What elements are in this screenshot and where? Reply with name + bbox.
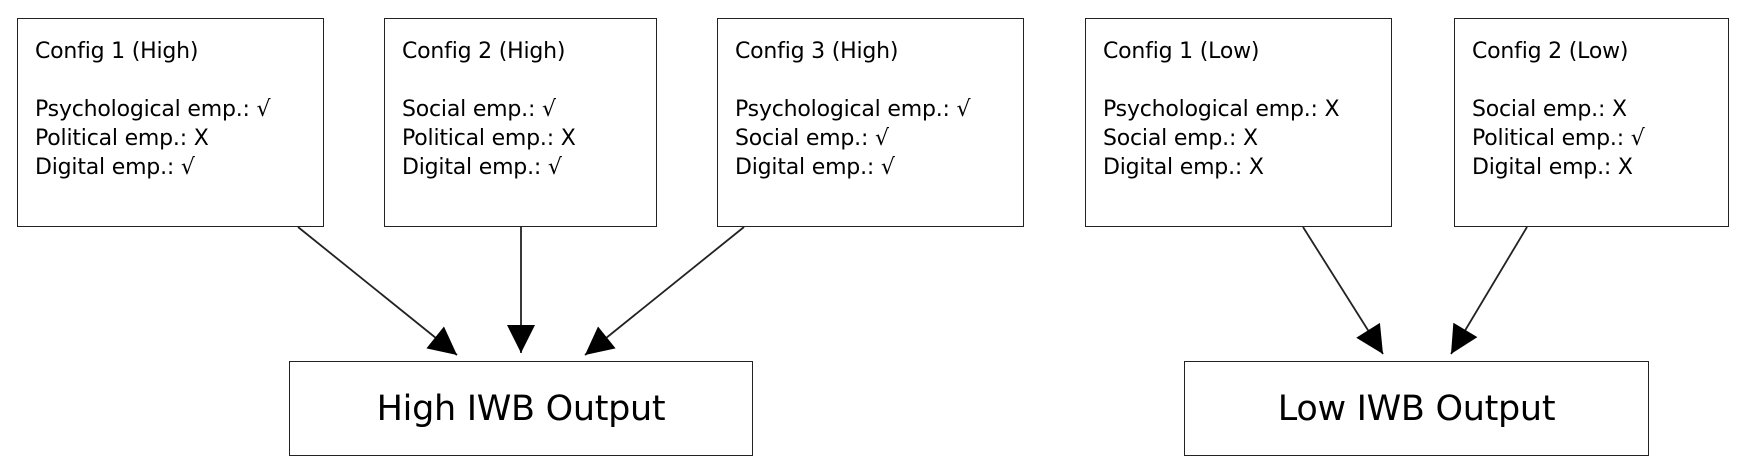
config-title: Config 1 (Low) xyxy=(1103,39,1260,64)
config-line: Psychological emp.: X xyxy=(1103,97,1340,122)
high-iwb-output-box: High IWB Output xyxy=(289,361,753,456)
high-output-label: High IWB Output xyxy=(376,388,666,429)
config-title: Config 3 (High) xyxy=(735,39,899,64)
config-1-low-box: Config 1 (Low) Psychological emp.: X Soc… xyxy=(1085,18,1392,227)
config-line: Social emp.: X xyxy=(1472,97,1627,122)
low-iwb-output-box: Low IWB Output xyxy=(1184,361,1649,456)
config-title: Config 1 (High) xyxy=(35,39,199,64)
config-line: Digital emp.: X xyxy=(1472,155,1633,180)
low-output-label: Low IWB Output xyxy=(1277,388,1556,429)
config-title: Config 2 (Low) xyxy=(1472,39,1629,64)
arrow-config1-high-to-high-output xyxy=(297,226,458,356)
config-2-low-box: Config 2 (Low) Social emp.: X Political … xyxy=(1454,18,1729,227)
config-line: Psychological emp.: √ xyxy=(735,97,971,122)
config-line: Political emp.: X xyxy=(35,126,209,151)
config-2-high-box: Config 2 (High) Social emp.: √ Political… xyxy=(384,18,657,227)
config-3-high-box: Config 3 (High) Psychological emp.: √ So… xyxy=(717,18,1024,227)
config-line: Digital emp.: X xyxy=(1103,155,1264,180)
config-line: Social emp.: √ xyxy=(735,126,889,151)
arrow-config3-high-to-high-output xyxy=(584,226,745,356)
config-line: Political emp.: X xyxy=(402,126,576,151)
config-line: Social emp.: X xyxy=(1103,126,1258,151)
config-1-high-box: Config 1 (High) Psychological emp.: √ Po… xyxy=(17,18,324,227)
config-line: Psychological emp.: √ xyxy=(35,97,271,122)
config-title: Config 2 (High) xyxy=(402,39,566,64)
config-line: Digital emp.: √ xyxy=(402,155,562,180)
arrow-config1-low-to-low-output xyxy=(1302,226,1384,355)
config-line: Social emp.: √ xyxy=(402,97,556,122)
config-line: Digital emp.: √ xyxy=(35,155,195,180)
arrow-config2-low-to-low-output xyxy=(1450,226,1528,355)
config-line: Digital emp.: √ xyxy=(735,155,895,180)
config-line: Political emp.: √ xyxy=(1472,126,1645,151)
